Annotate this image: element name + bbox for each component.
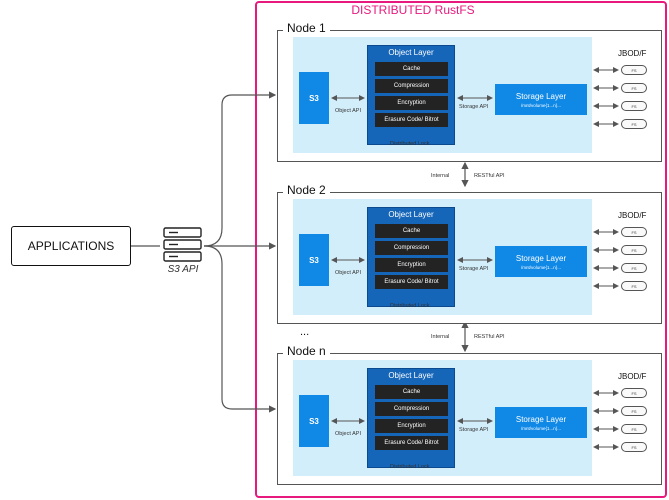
storage-api-label: Storage API: [459, 427, 489, 433]
storage-api-label: Storage API: [459, 104, 489, 110]
applications-box: APPLICATIONS: [11, 226, 131, 266]
storage-layer-title: Storage Layer: [515, 415, 567, 424]
object-layer-item: Compression: [375, 241, 448, 255]
object-layer-item: Erasure Code/ Bitrot: [375, 275, 448, 289]
storage-layer-title: Storage Layer: [515, 254, 567, 263]
distributed-lock-label: Distributed Lock: [390, 141, 430, 147]
disk-icon: FS: [621, 65, 647, 75]
internal-link-label-1: Internal: [431, 173, 450, 179]
node-title: Node n: [283, 344, 330, 358]
object-layer-item: Compression: [375, 79, 448, 93]
s3-endpoint: S3: [299, 72, 329, 124]
object-layer: [367, 207, 455, 307]
object-layer-title: Object Layer: [388, 48, 434, 57]
object-layer: [367, 45, 455, 145]
storage-layer-path: /mnt/volume{1...n}...: [520, 426, 562, 431]
storage-layer: Storage Layer/mnt/volume{1...n}...: [495, 246, 587, 277]
object-layer-item: Erasure Code/ Bitrot: [375, 113, 448, 127]
object-layer-item: Cache: [375, 385, 448, 399]
object-layer-item: Compression: [375, 402, 448, 416]
applications-label: APPLICATIONS: [27, 239, 115, 253]
disk-icon: FS: [621, 119, 647, 129]
disk-icon: FS: [621, 406, 647, 416]
storage-layer-title: Storage Layer: [515, 92, 567, 101]
disk-icon: FS: [621, 442, 647, 452]
node-title: Node 2: [283, 183, 330, 197]
storage-layer: Storage Layer/mnt/volume{1...n}...: [495, 84, 587, 115]
storage-layer-path: /mnt/volume{1...n}...: [520, 103, 562, 108]
restful-link-label-2: RESTful API: [474, 334, 505, 340]
internal-link-label-2: Internal: [431, 334, 450, 340]
s3-endpoint: S3: [299, 395, 329, 447]
storage-layer: Storage Layer/mnt/volume{1...n}...: [495, 407, 587, 438]
node-title: Node 1: [283, 21, 330, 35]
object-api-label: Object API: [335, 108, 361, 114]
disk-icon: FS: [621, 388, 647, 398]
jbod-label: JBOD/F: [618, 211, 647, 220]
object-layer-item: Erasure Code/ Bitrot: [375, 436, 448, 450]
object-layer-item: Cache: [375, 62, 448, 76]
disk-icon: FS: [621, 281, 647, 291]
restful-link-label-1: RESTful API: [474, 173, 505, 179]
object-layer-title: Object Layer: [388, 210, 434, 219]
disk-icon: FS: [621, 424, 647, 434]
more-nodes-ellipsis: ...: [300, 326, 310, 338]
object-layer-item: Encryption: [375, 258, 448, 272]
disk-icon: FS: [621, 101, 647, 111]
disk-icon: FS: [621, 245, 647, 255]
storage-layer-path: /mnt/volume{1...n}...: [520, 265, 562, 270]
s3-api-label: S3 API: [167, 264, 199, 275]
jbod-label: JBOD/F: [618, 372, 647, 381]
object-layer-title: Object Layer: [388, 371, 434, 380]
disk-icon: FS: [621, 263, 647, 273]
distributed-lock-label: Distributed Lock: [390, 303, 430, 309]
object-layer-item: Encryption: [375, 96, 448, 110]
object-layer-item: Encryption: [375, 419, 448, 433]
disk-icon: FS: [621, 227, 647, 237]
object-layer-item: Cache: [375, 224, 448, 238]
cluster-title: DISTRIBUTED RustFS: [351, 3, 475, 17]
jbod-label: JBOD/F: [618, 49, 647, 58]
disk-icon: FS: [621, 83, 647, 93]
object-layer: [367, 368, 455, 468]
distributed-lock-label: Distributed Lock: [390, 464, 430, 470]
server-stack-icon: [163, 227, 202, 262]
storage-api-label: Storage API: [459, 266, 489, 272]
object-api-label: Object API: [335, 270, 361, 276]
s3-endpoint: S3: [299, 234, 329, 286]
object-api-label: Object API: [335, 431, 361, 437]
